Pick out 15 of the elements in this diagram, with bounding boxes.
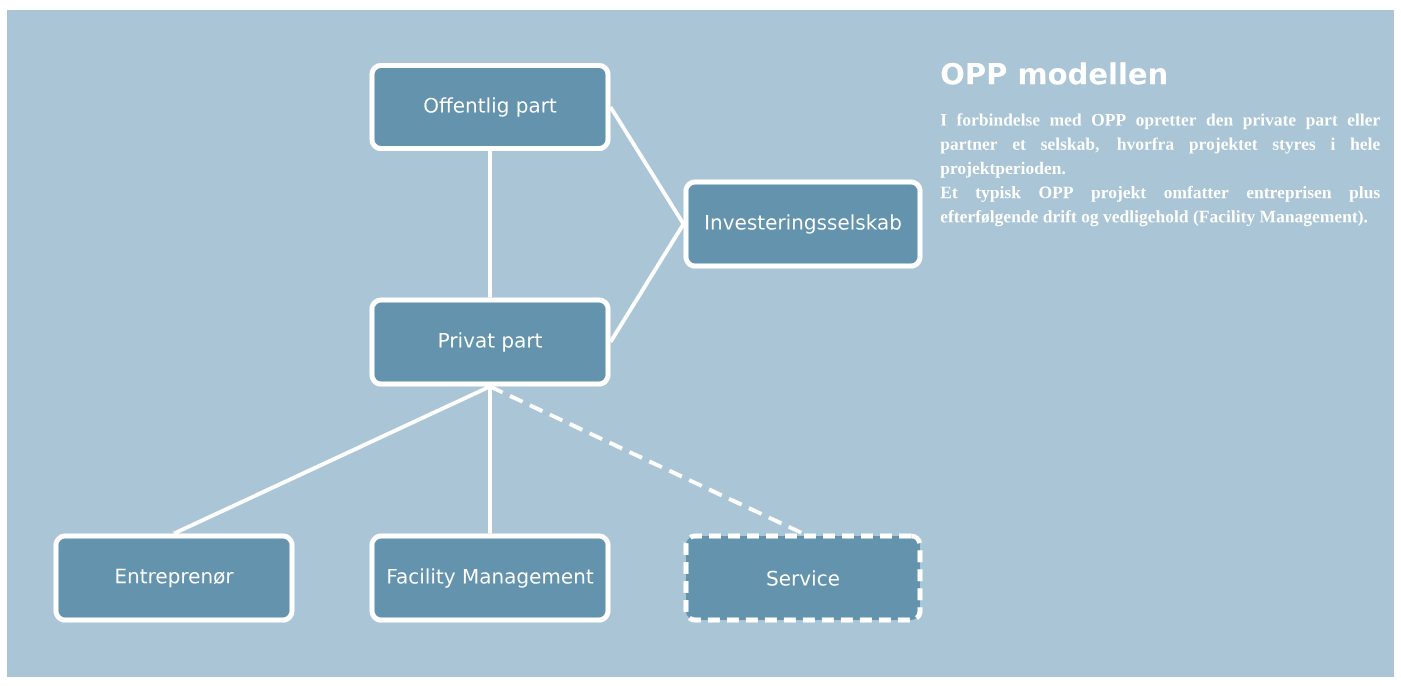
connector-line: [608, 222, 686, 344]
process-box: Offentlig part: [369, 63, 611, 151]
connector-line: [608, 105, 686, 226]
connector-line: [488, 151, 492, 298]
dashed-box: Service: [683, 533, 923, 623]
process-box: Entreprenør: [53, 533, 295, 623]
connector-line: [173, 384, 491, 536]
body-text: I forbindelse med OPP opretter den private part eller partner et selskab, hvorfra projektet styres i hele projektperioden.: [940, 113, 1380, 178]
heading: OPP modellen: [941, 62, 1166, 85]
process-box: Investeringsselskab: [683, 179, 923, 269]
process-box: Facility Management: [369, 533, 611, 623]
body-text: Et typisk OPP projekt omfatter entreprisen plus efterfølgende drift og vedligehold (Facility Management).: [940, 185, 1380, 227]
connector-line: [489, 384, 804, 536]
process-box: Privat part: [369, 297, 611, 387]
connector-line: [488, 386, 492, 534]
